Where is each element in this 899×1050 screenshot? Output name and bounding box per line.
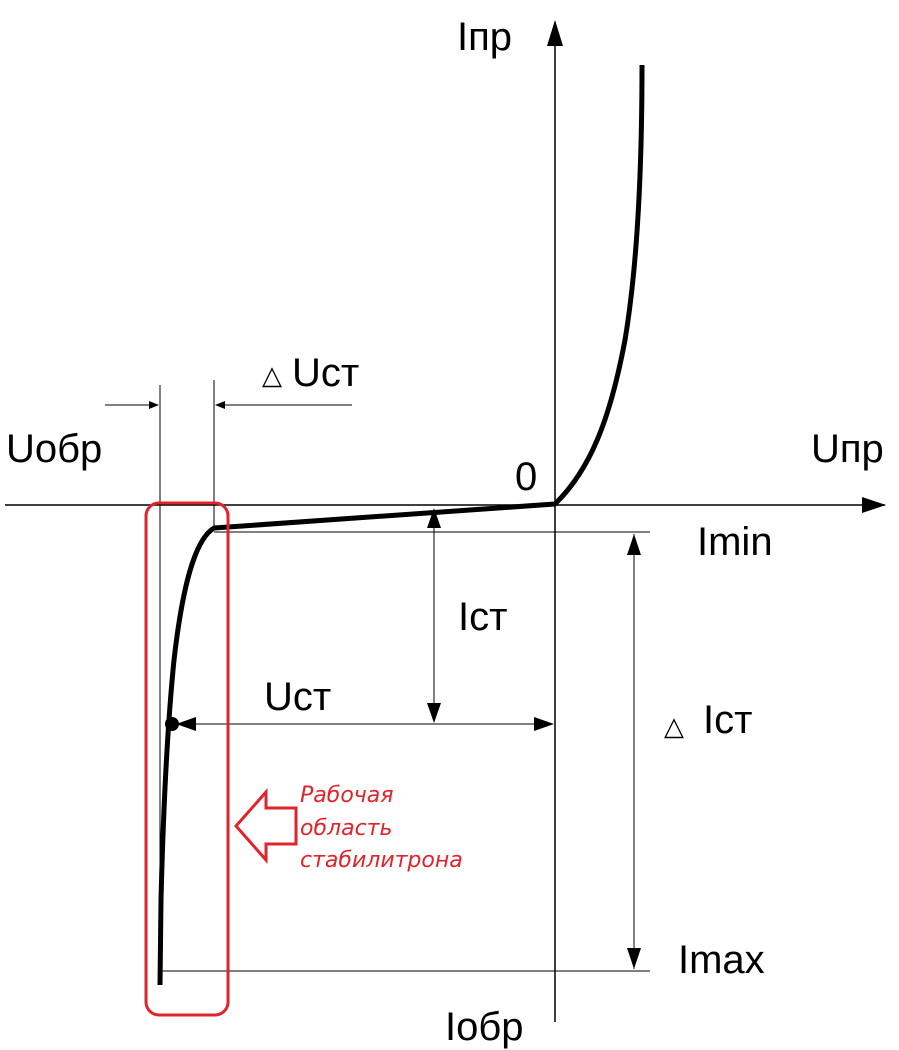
x-axis-arrowhead bbox=[862, 497, 886, 513]
y-axis-negative-label: Iобр bbox=[445, 1005, 524, 1049]
x-axis-positive-label: Uпр bbox=[811, 427, 884, 471]
working-region-arrow bbox=[233, 788, 298, 864]
iv-curve bbox=[157, 64, 645, 986]
delta-u-st-label: Uст bbox=[292, 351, 359, 395]
delta-i-st-label: Iст bbox=[703, 698, 752, 742]
u-st-arrowhead-right bbox=[534, 717, 554, 731]
imin-label: Imin bbox=[697, 520, 773, 564]
i-st-label: Iст bbox=[458, 595, 507, 639]
imax-label: Imax bbox=[678, 938, 765, 982]
delta-i-symbol: △ bbox=[664, 711, 684, 741]
origin-label: 0 bbox=[515, 455, 537, 499]
u-st-label: Uст bbox=[264, 675, 331, 719]
working-region-box bbox=[144, 501, 230, 1017]
operating-point bbox=[165, 717, 179, 731]
x-axis-negative-label: Uобр bbox=[6, 427, 102, 471]
y-axis-positive-label: Iпр bbox=[457, 15, 512, 59]
y-axis-arrowhead bbox=[547, 20, 563, 46]
u-st-arrowhead-left bbox=[176, 717, 196, 731]
i-st-arrowhead-top bbox=[427, 508, 441, 528]
delta-i-arrowhead-bottom bbox=[627, 948, 641, 969]
annotation-line-3: стабилитрона bbox=[300, 848, 463, 873]
delta-u-symbol: △ bbox=[262, 360, 282, 390]
delta-i-arrowhead-top bbox=[627, 534, 641, 555]
i-st-arrowhead-bottom bbox=[427, 703, 441, 723]
annotation-line-2: область bbox=[300, 816, 392, 841]
annotation-line-1: Рабочая bbox=[300, 783, 394, 808]
